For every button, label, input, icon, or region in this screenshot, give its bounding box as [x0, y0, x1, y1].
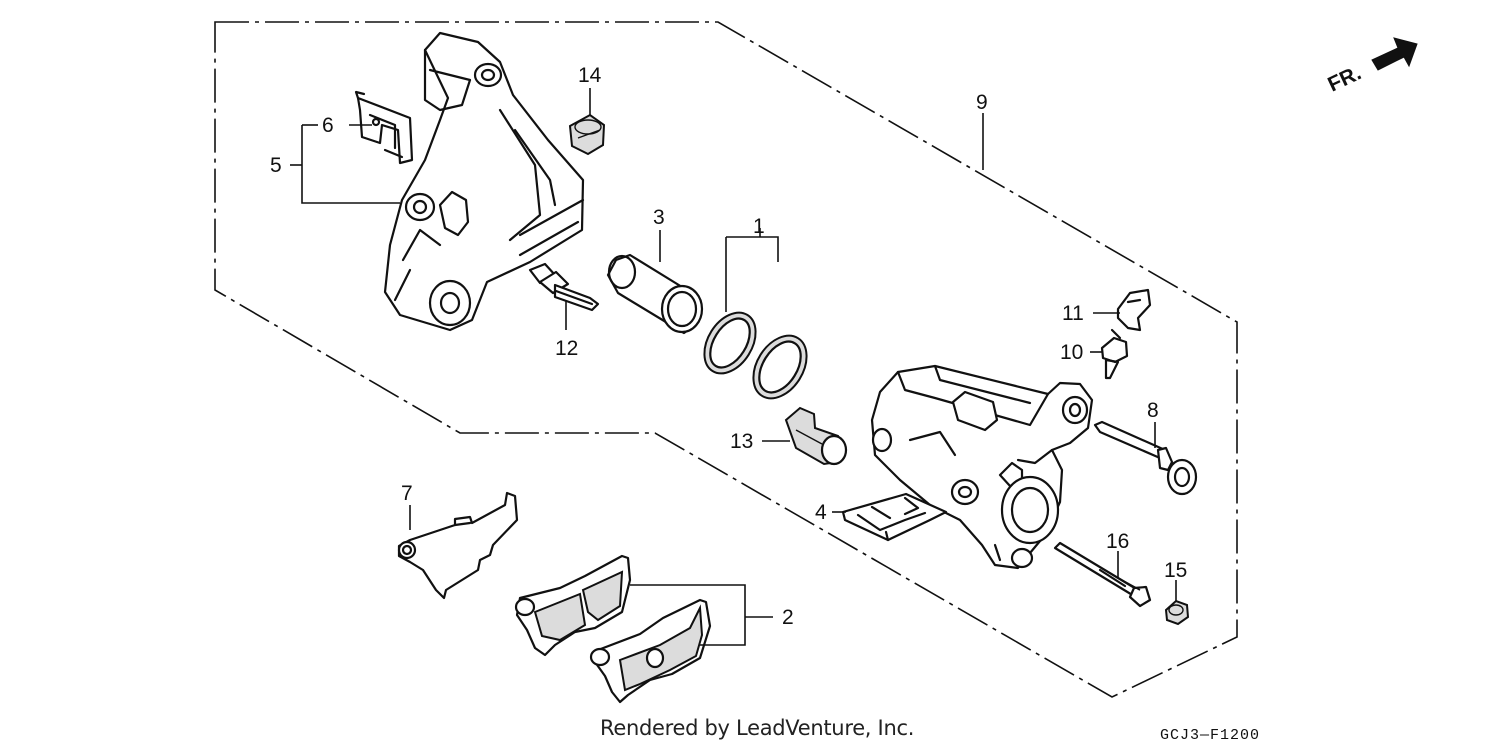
callout-5: 5	[270, 154, 282, 177]
part-pad-spring	[841, 492, 948, 542]
callout-numbers: 1 2 3 4 5 6 7 8 9 10 11 12 13 14 15 16	[270, 64, 1187, 629]
part-retainer-clip	[354, 90, 414, 165]
callout-15: 15	[1164, 559, 1187, 582]
part-piston-seals	[703, 311, 808, 400]
direction-label: FR.	[1324, 61, 1364, 96]
part-caliper-body	[870, 364, 1094, 570]
part-bleeder-screw	[1100, 328, 1129, 380]
callout-1: 1	[753, 215, 765, 238]
part-piston	[606, 253, 704, 335]
callout-13: 13	[730, 430, 753, 453]
arrow-icon	[1371, 37, 1418, 71]
callout-8: 8	[1147, 399, 1159, 422]
callout-4: 4	[815, 501, 827, 524]
callout-7: 7	[401, 482, 413, 505]
callout-16: 16	[1106, 530, 1129, 553]
callout-12: 12	[555, 337, 578, 360]
callout-3: 3	[653, 206, 665, 229]
callout-11: 11	[1062, 302, 1084, 325]
part-main-pin	[1093, 420, 1198, 496]
front-direction-arrow: FR.	[1324, 37, 1418, 97]
part-bleeder-cap	[1116, 288, 1152, 332]
credit-text: Rendered by LeadVenture, Inc.	[600, 716, 915, 740]
part-pad-shim	[397, 491, 519, 600]
part-brake-pads	[514, 554, 712, 704]
part-nut	[1164, 599, 1190, 626]
leader-lines	[290, 88, 1177, 646]
callout-10: 10	[1060, 341, 1083, 364]
callout-6: 6	[322, 114, 334, 137]
part-boot	[568, 113, 606, 156]
part-sleeve	[784, 406, 848, 466]
part-pin-bolt	[1053, 541, 1152, 608]
callout-2: 2	[782, 606, 794, 629]
part-caliper-bracket	[383, 31, 585, 332]
callout-9: 9	[976, 91, 988, 114]
callout-14: 14	[578, 64, 602, 87]
drawing-code: GCJ3—F1200	[1160, 727, 1261, 744]
assembly-frame	[214, 21, 1238, 698]
part-slide-pin	[528, 262, 600, 312]
